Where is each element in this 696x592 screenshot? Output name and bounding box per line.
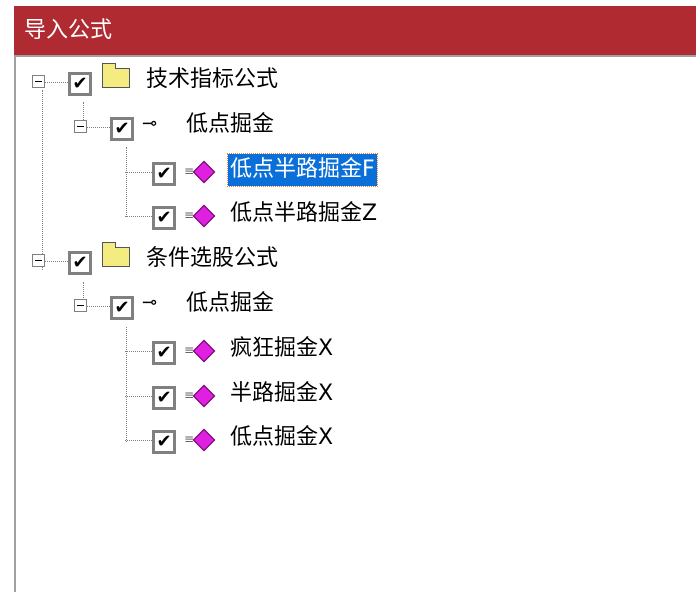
tree-item-label[interactable]: 低点半路掘金F [227,152,378,187]
tree-item-label[interactable]: 技术指标公式 [146,67,279,92]
tree-line [126,327,127,442]
tree-line [125,395,152,397]
collapse-toggle-icon[interactable] [74,299,87,312]
link-dash-icon: ≡ [184,342,195,357]
tree-item-label[interactable]: 疯狂掘金X [230,335,334,361]
tree-item-label[interactable]: 条件选股公式 [146,246,279,272]
tree-line [126,147,127,217]
tree-checkbox[interactable]: ✔ [152,430,176,455]
tree-line [45,82,68,83]
tree-checkbox[interactable]: ✔ [68,251,92,276]
tree-checkbox[interactable]: ✔ [152,161,176,186]
tree-item-label[interactable]: 半路掘金X [230,380,334,406]
folder-icon [102,242,130,268]
key-icon: ⊸ [142,292,158,313]
tree-checkbox[interactable]: ✔ [68,72,92,96]
key-icon: ⊸ [142,112,158,134]
tree-line [83,102,84,122]
tree-line [45,261,68,263]
tree-line [125,440,152,442]
link-dash-icon: ≡ [184,208,195,223]
dialog-title: 导入公式 [14,6,696,55]
tree-checkbox[interactable]: ✔ [152,206,176,231]
tree-line [83,282,84,302]
folder-icon [102,63,130,88]
tree-checkbox[interactable]: ✔ [110,296,134,320]
tree-item-label[interactable]: 低点半路掘金Z [230,201,378,227]
collapse-toggle-icon[interactable] [32,254,45,268]
tree-line [125,216,152,218]
tree-checkbox[interactable]: ✔ [152,340,176,365]
collapse-toggle-icon[interactable] [32,75,45,88]
tree-item-label[interactable]: 低点掘金X [230,425,334,451]
link-dash-icon: ≡ [184,163,195,178]
link-dash-icon: ≡ [184,387,195,402]
collapse-toggle-icon[interactable] [74,119,87,133]
tree-line [125,350,152,352]
formula-tree[interactable] [14,55,696,592]
tree-line [87,306,110,307]
tree-checkbox[interactable]: ✔ [152,385,176,410]
tree-line [125,171,152,173]
tree-line [87,126,110,128]
tree-item-label[interactable]: 低点掘金 [186,291,275,316]
link-dash-icon: ≡ [184,432,195,447]
tree-line [42,90,43,270]
tree-checkbox[interactable]: ✔ [110,116,134,141]
tree-item-label[interactable]: 低点掘金 [186,111,275,137]
